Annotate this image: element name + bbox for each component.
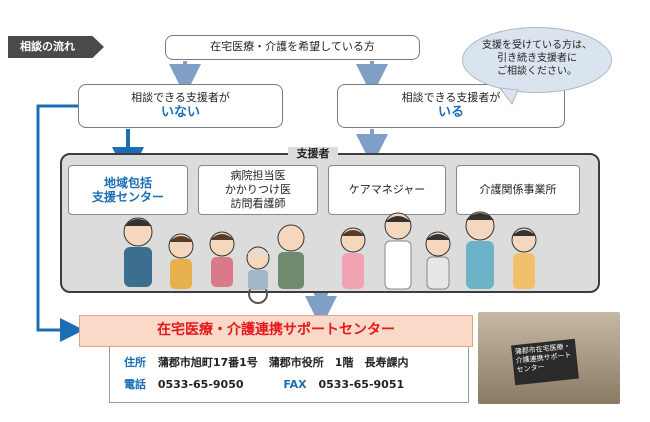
fax-label: FAX (283, 378, 307, 391)
supporter-2-line3: 訪問看護師 (230, 197, 286, 210)
speech-bubble: 支援を受けている方は、 引き続き支援者に ご相談ください。 (462, 27, 612, 93)
person-figure (123, 217, 153, 287)
arrow-left-loop (36, 104, 84, 342)
phone-row: 電話 0533-65-9050 FAX 0533-65-9051 (124, 376, 404, 392)
bubble-line3: ご相談ください。 (497, 66, 577, 77)
flow-tag: 相談の流れ (8, 36, 104, 58)
consult-have-line1: 相談できる支援者が (401, 91, 501, 104)
fax-value: 0533-65-9051 (318, 378, 405, 391)
person-figure (277, 224, 305, 289)
person-figure (340, 227, 366, 289)
supporter-2-line2: かかりつけ医 (224, 183, 292, 196)
consult-none-box: 相談できる支援者が いない (78, 84, 283, 128)
address-value: 蒲郡市旭町17番1号 蒲郡市役所 1階 長寿課内 (157, 356, 409, 369)
bubble-line1: 支援を受けている方は、 (482, 40, 592, 51)
address-row: 住所 蒲郡市旭町17番1号 蒲郡市役所 1階 長寿課内 (124, 354, 408, 370)
consult-none-line2: いない (160, 105, 200, 120)
support-center-title: 在宅医療・介護連携サポートセンター (79, 315, 473, 347)
supporter-2-line1: 病院担当医 (230, 169, 286, 182)
person-figure (246, 246, 270, 304)
photo-sign: 蒲郡市在宅医療・ 介護連携サポートセンター (511, 338, 579, 386)
person-figure (465, 211, 495, 289)
supporter-4-line1: 介護関係事業所 (479, 183, 557, 196)
consult-none-line1: 相談できる支援者が (131, 91, 230, 104)
supporter-care-manager: ケアマネジャー (328, 165, 446, 215)
supporter-doctors: 病院担当医 かかりつけ医 訪問看護師 (198, 165, 318, 215)
person-figure (384, 212, 412, 290)
person-figure (511, 227, 537, 289)
person-figure (168, 233, 194, 289)
patient-box: 在宅医療・介護を希望している方 (165, 35, 420, 60)
person-figure (425, 231, 451, 290)
supporter-3-line1: ケアマネジャー (348, 183, 426, 196)
phone-label: 電話 (124, 378, 146, 391)
consult-have-line2: いる (437, 105, 464, 120)
supporter-1-line2: 支援センター (91, 190, 164, 204)
contact-info: 住所 蒲郡市旭町17番1号 蒲郡市役所 1階 長寿課内 電話 0533-65-9… (109, 347, 469, 403)
supporter-community-center: 地域包括 支援センター (68, 165, 188, 215)
supporters-title: 支援者 (288, 147, 338, 161)
phone-value: 0533-65-9050 (157, 378, 244, 391)
supporter-1-line1: 地域包括 (103, 176, 152, 190)
bubble-line2: 引き続き支援者に (497, 53, 577, 64)
supporter-care-providers: 介護関係事業所 (456, 165, 580, 215)
address-label: 住所 (124, 356, 146, 369)
person-figure (209, 231, 235, 287)
